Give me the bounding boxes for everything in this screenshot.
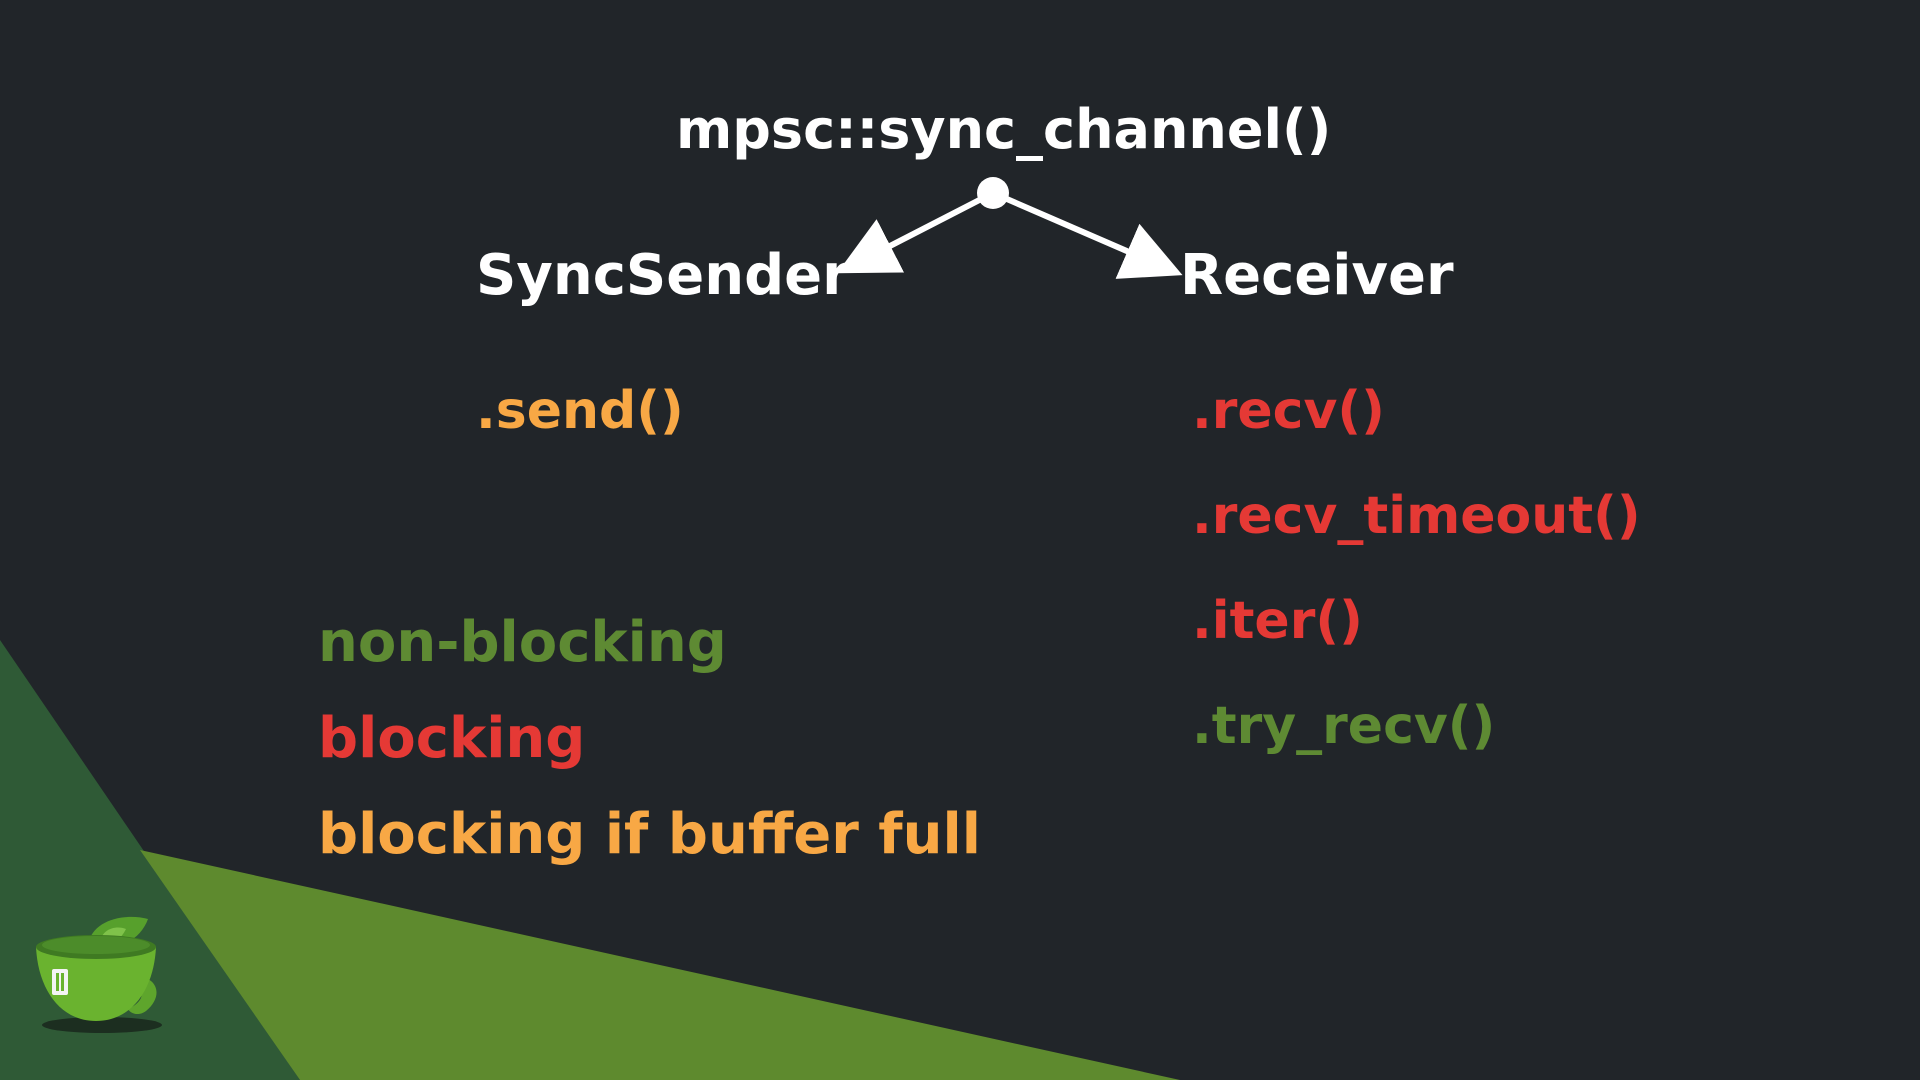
send-method: .send() [476, 381, 684, 441]
arrow-to-syncsender [836, 190, 995, 274]
recv-timeout-method: .recv_timeout() [1192, 486, 1641, 546]
recv-method: .recv() [1192, 381, 1385, 441]
legend-non-blocking: non-blocking [318, 610, 727, 675]
iter-method: .iter() [1192, 591, 1363, 651]
legend-blocking: blocking [318, 706, 586, 771]
cup-with-leaves-icon [36, 916, 162, 1033]
syncsender-label: SyncSender [476, 243, 850, 308]
arrow-to-receiver [991, 190, 1183, 279]
channel-constructor: mpsc::sync_channel() [676, 98, 1332, 161]
receiver-label: Receiver [1180, 243, 1454, 308]
try-recv-method: .try_recv() [1192, 696, 1496, 756]
split-point [977, 177, 1009, 209]
light-green-triangle [140, 850, 1180, 1080]
legend-blocking-if-buffer-full: blocking if buffer full [318, 802, 981, 867]
